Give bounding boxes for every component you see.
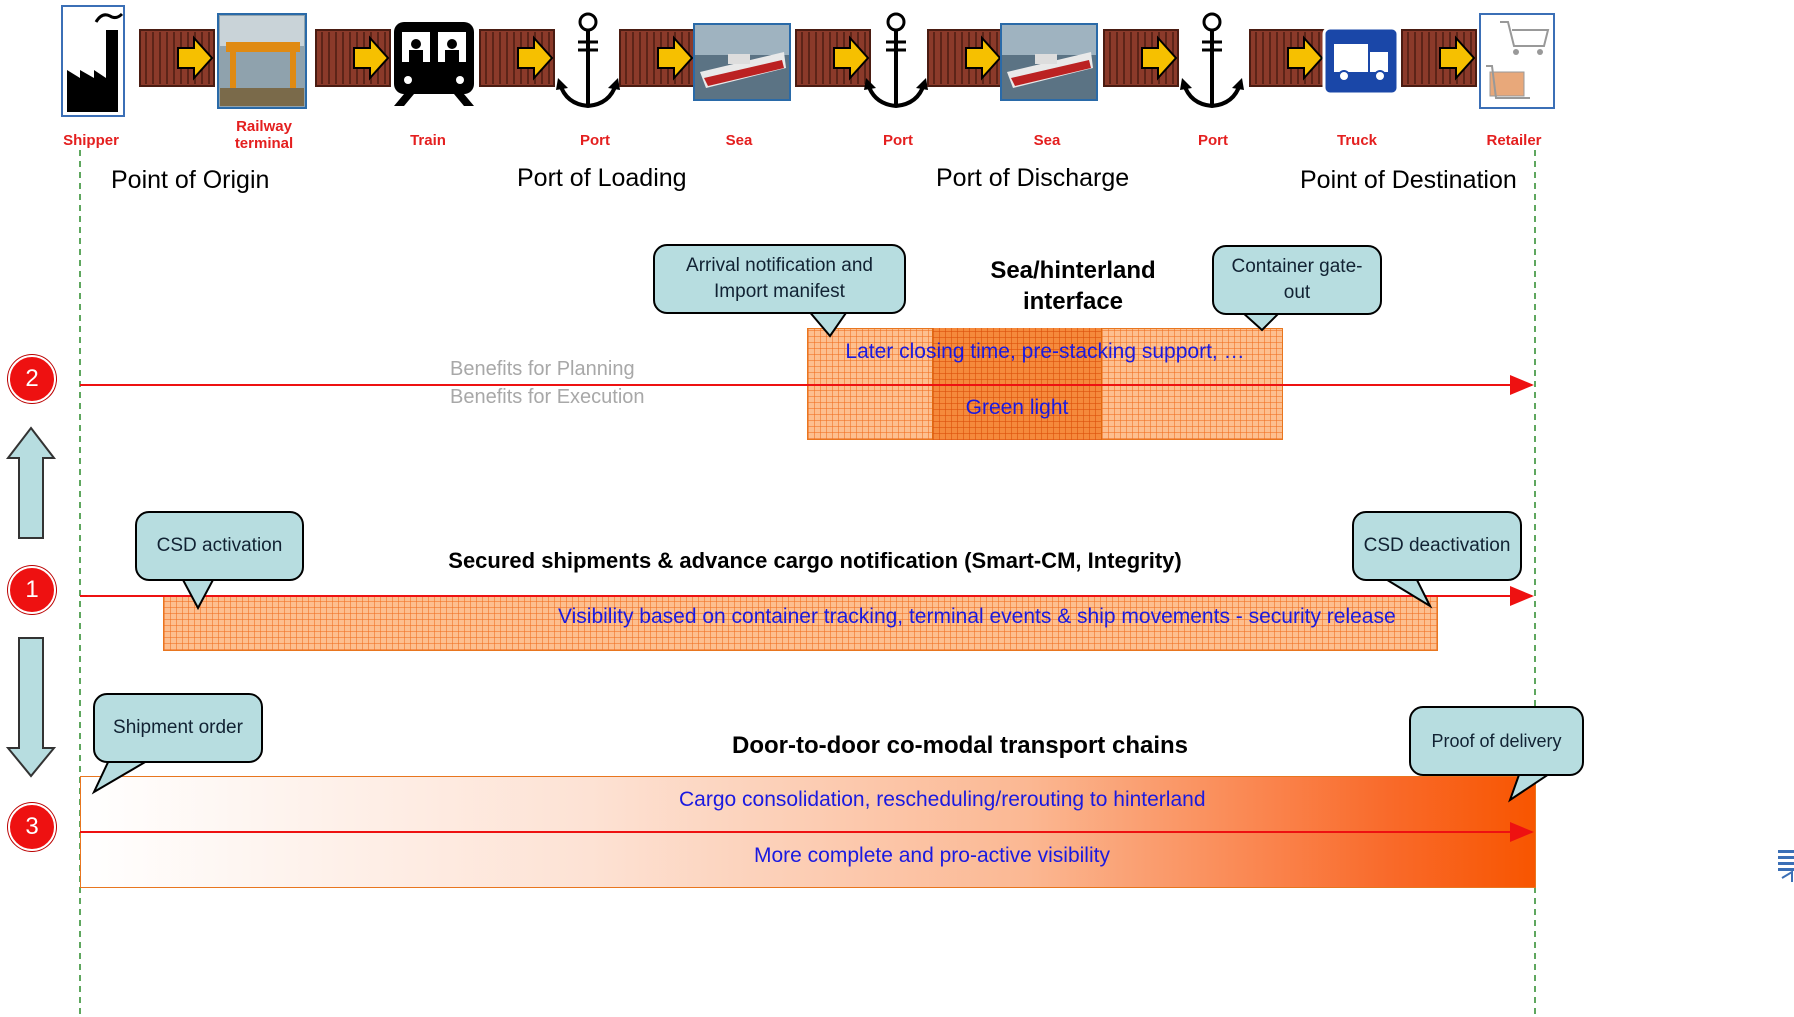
up-arrow-icon [5,426,57,539]
label-retailer: Retailer [1486,132,1542,149]
label-port-2: Port [883,132,913,149]
callout-shipment-order: Shipment order [93,693,263,763]
level2-number-badge: 2 [8,355,56,403]
benefits-execution-label: Benefits for Execution [450,386,645,408]
shopping-cart-icon [1479,13,1555,109]
logo-fragment-icon [1778,850,1794,882]
level1-heading: Secured shipments & advance cargo notifi… [448,548,1182,573]
callout-order-tail [91,758,154,795]
level3-number-badge: 3 [8,803,56,851]
label-railway-terminal: Railway terminal [234,118,294,152]
level2-execution-text: Green light [965,396,1069,419]
label-port-3: Port [1198,132,1228,149]
level3-heading: Door-to-door co-modal transport chains [732,732,1188,759]
level2-heading: Sea/hinterland interface [990,257,1156,315]
callout-container-gate-out: Container gate-out [1212,245,1382,315]
level1-band-text: Visibility based on container tracking, … [558,605,1396,628]
label-port-1: Port [580,132,610,149]
train-icon [394,22,474,106]
callout-delivery-tail [1508,772,1554,803]
level3-band-bottom-text: More complete and pro-active visibility [754,844,1110,867]
port-of-loading: Port of Loading [517,164,687,192]
callout-arrival-notification: Arrival notification and Import manifest [653,244,906,314]
level2-planning-text: Later closing time, pre-stacking support… [845,340,1245,363]
label-truck: Truck [1336,132,1378,149]
level1-number-badge: 1 [8,566,56,614]
level3-band-top-text: Cargo consolidation, rescheduling/rerout… [679,788,1206,811]
callout-csd-activation: CSD activation [135,511,304,581]
benefits-planning-label: Benefits for Planning [450,358,635,380]
callout-proof-of-delivery: Proof of delivery [1409,706,1584,776]
truck-icon [1322,26,1400,96]
level1-band [163,596,1438,651]
down-arrow-icon [5,637,57,778]
port-of-discharge: Port of Discharge [936,164,1130,192]
label-sea-2: Sea [1033,132,1061,149]
label-shipper: Shipper [63,132,119,149]
point-of-destination: Point of Destination [1300,166,1517,194]
level-arrows [5,426,57,778]
label-train: Train [410,132,446,149]
transport-chain-graphic [61,5,1555,117]
callout-csd-deactivation: CSD deactivation [1352,511,1522,581]
point-of-origin: Point of Origin [111,166,270,194]
label-sea-1: Sea [725,132,753,149]
